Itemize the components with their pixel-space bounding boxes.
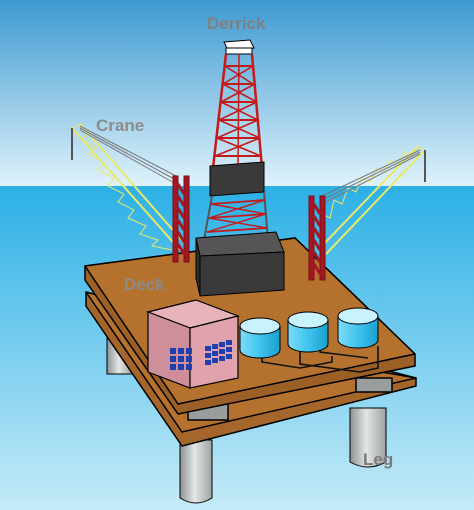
derrick-tower: [195, 39, 285, 297]
accommodation-module: [146, 299, 240, 389]
leg-front-left: [179, 439, 213, 504]
derrick-label: Derrick: [207, 14, 266, 33]
tank-1: [239, 325, 281, 359]
tank-2: [287, 319, 329, 353]
storage-tanks: [239, 307, 379, 359]
deck-label: Deck: [124, 275, 165, 294]
crane-label: Crane: [96, 116, 145, 135]
left-crane-mast: [172, 175, 190, 263]
leg-front-right: [349, 407, 387, 468]
right-crane-mast: [308, 195, 326, 281]
left-crane-boom: [71, 123, 187, 251]
deck-connector-right: [355, 377, 393, 393]
right-crane-boom: [319, 145, 426, 255]
leg-label: Leg: [363, 450, 394, 469]
control-panel: [170, 340, 232, 370]
tank-3: [337, 315, 379, 349]
